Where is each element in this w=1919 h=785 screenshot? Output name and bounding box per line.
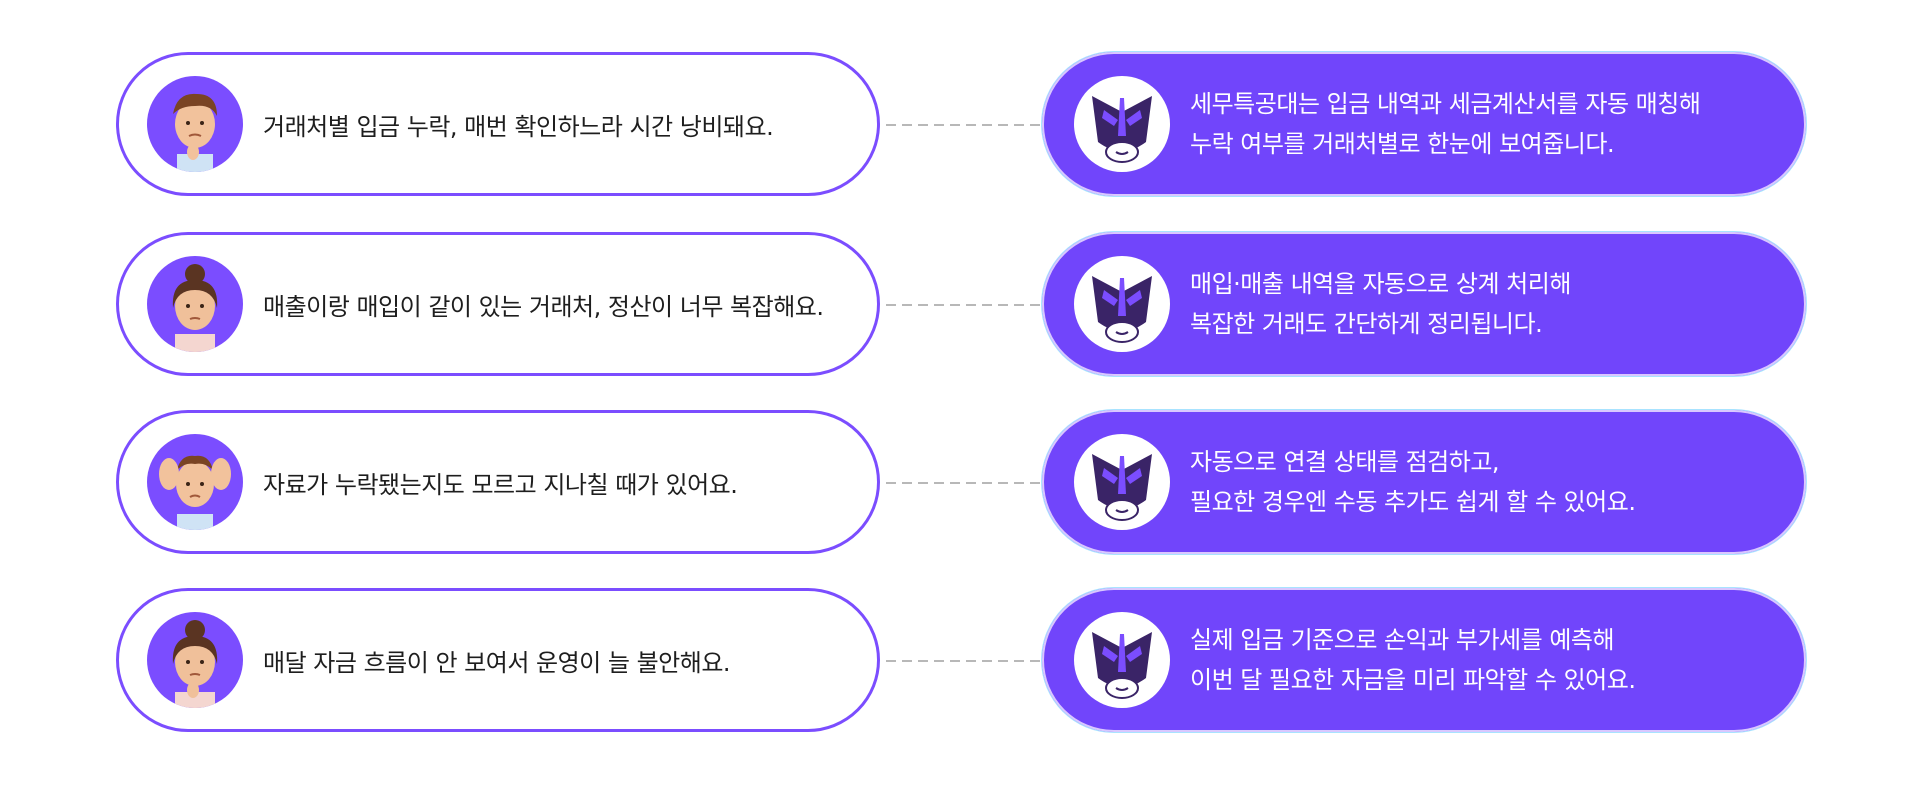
solution-line: 매입·매출 내역을 자동으로 상계 처리해 <box>1190 270 1571 298</box>
solution-text: 실제 입금 기준으로 손익과 부가세를 예측해 이번 달 필요한 자금을 미리 … <box>1190 620 1636 700</box>
list-item: 거래처별 입금 누락, 매번 확인하느라 시간 낭비돼요. 세무특공대는 입금 … <box>116 52 1806 196</box>
solution-card: 자동으로 연결 상태를 점검하고, 필요한 경우엔 수동 추가도 쉽게 할 수 … <box>1042 410 1806 554</box>
problem-card: 매출이랑 매입이 같이 있는 거래처, 정산이 너무 복잡해요. <box>116 232 880 376</box>
masked-mascot-icon <box>1074 612 1170 708</box>
woman-thinking-avatar-icon <box>147 612 243 708</box>
solution-line: 복잡한 거래도 간단하게 정리됩니다. <box>1190 310 1543 338</box>
problem-text: 자료가 누락됐는지도 모르고 지나칠 때가 있어요. <box>263 470 738 499</box>
dashed-arrow-connector <box>886 304 1150 306</box>
solution-line: 누락 여부를 거래처별로 한눈에 보여줍니다. <box>1190 130 1615 158</box>
dashed-arrow-connector <box>886 124 1150 126</box>
problem-text: 매달 자금 흐름이 안 보여서 운영이 늘 불안해요. <box>263 648 731 677</box>
masked-mascot-icon <box>1074 76 1170 172</box>
solution-card: 세무특공대는 입금 내역과 세금계산서를 자동 매칭해 누락 여부를 거래처별로… <box>1042 52 1806 196</box>
solution-text: 세무특공대는 입금 내역과 세금계산서를 자동 매칭해 누락 여부를 거래처별로… <box>1190 84 1701 164</box>
dashed-arrow-connector <box>886 482 1150 484</box>
problem-text: 매출이랑 매입이 같이 있는 거래처, 정산이 너무 복잡해요. <box>263 292 824 321</box>
solution-text: 매입·매출 내역을 자동으로 상계 처리해 복잡한 거래도 간단하게 정리됩니다… <box>1190 264 1571 344</box>
solution-card: 매입·매출 내역을 자동으로 상계 처리해 복잡한 거래도 간단하게 정리됩니다… <box>1042 232 1806 376</box>
list-item: 매출이랑 매입이 같이 있는 거래처, 정산이 너무 복잡해요. 매입·매출 내… <box>116 232 1806 376</box>
solution-line: 자동으로 연결 상태를 점검하고, <box>1190 448 1500 476</box>
solution-line: 이번 달 필요한 자금을 미리 파악할 수 있어요. <box>1190 666 1636 694</box>
problem-card: 매달 자금 흐름이 안 보여서 운영이 늘 불안해요. <box>116 588 880 732</box>
solution-card: 실제 입금 기준으로 손익과 부가세를 예측해 이번 달 필요한 자금을 미리 … <box>1042 588 1806 732</box>
solution-line: 세무특공대는 입금 내역과 세금계산서를 자동 매칭해 <box>1190 90 1701 118</box>
solution-line: 필요한 경우엔 수동 추가도 쉽게 할 수 있어요. <box>1190 488 1636 516</box>
man-thinking-avatar-icon <box>147 76 243 172</box>
man-stressed-avatar-icon <box>147 434 243 530</box>
list-item: 매달 자금 흐름이 안 보여서 운영이 늘 불안해요. 실제 입금 기준으로 손… <box>116 588 1806 732</box>
list-item: 자료가 누락됐는지도 모르고 지나칠 때가 있어요. 자동으로 연결 상태를 점… <box>116 410 1806 554</box>
solution-line: 실제 입금 기준으로 손익과 부가세를 예측해 <box>1190 626 1615 654</box>
masked-mascot-icon <box>1074 256 1170 352</box>
problem-card: 거래처별 입금 누락, 매번 확인하느라 시간 낭비돼요. <box>116 52 880 196</box>
problem-text: 거래처별 입금 누락, 매번 확인하느라 시간 낭비돼요. <box>263 112 774 141</box>
woman-worried-avatar-icon <box>147 256 243 352</box>
masked-mascot-icon <box>1074 434 1170 530</box>
dashed-arrow-connector <box>886 660 1150 662</box>
problem-card: 자료가 누락됐는지도 모르고 지나칠 때가 있어요. <box>116 410 880 554</box>
solution-text: 자동으로 연결 상태를 점검하고, 필요한 경우엔 수동 추가도 쉽게 할 수 … <box>1190 442 1636 522</box>
